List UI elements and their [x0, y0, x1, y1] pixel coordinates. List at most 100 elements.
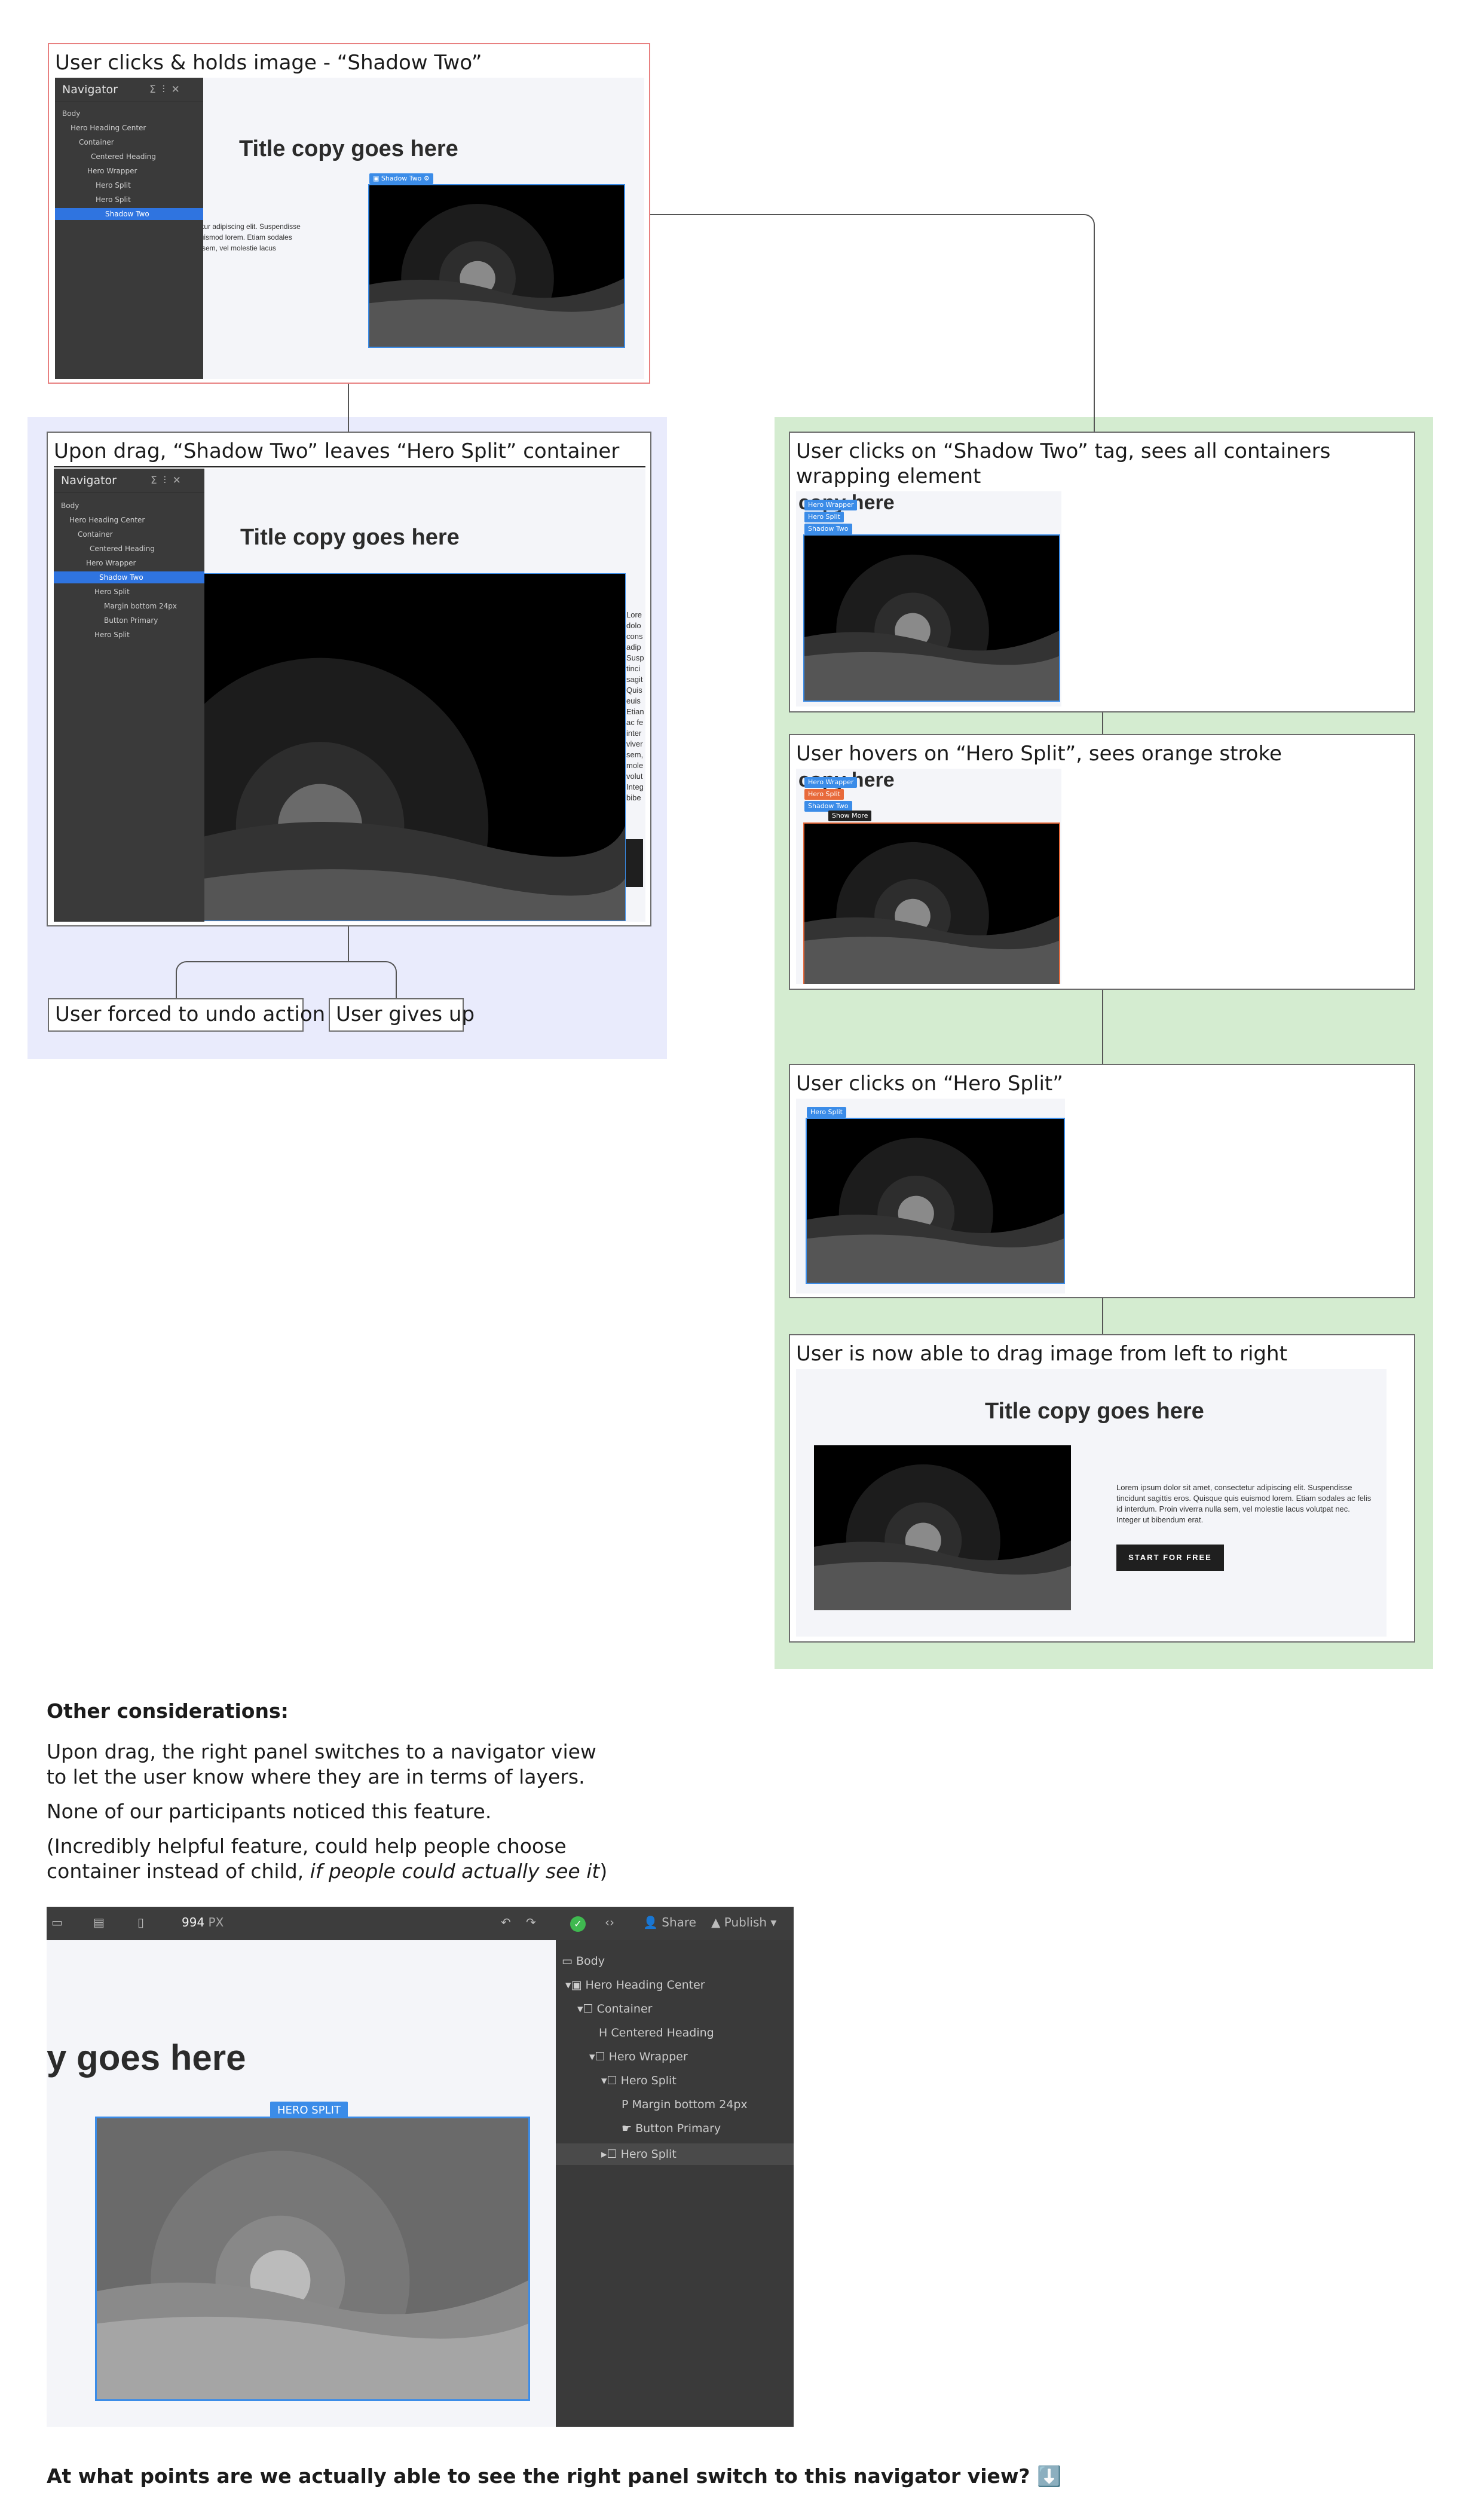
hero-image[interactable] — [814, 1445, 1071, 1610]
connector-top-to-right — [648, 214, 1095, 433]
nav-item[interactable]: Hero Split — [96, 195, 131, 204]
canvas-title-fragment: y goes here — [47, 2038, 246, 2078]
redo-icon[interactable]: ↷ — [526, 1915, 536, 1929]
nav-item[interactable]: Margin bottom 24px — [104, 602, 177, 610]
considerations-p2: None of our participants noticed this fe… — [47, 1800, 492, 1823]
panel-item[interactable]: ▾☐ Container — [577, 2002, 653, 2016]
panel-item-hovered[interactable]: ▸☐ Hero Split — [556, 2143, 794, 2165]
nav-item[interactable]: Hero Split — [94, 631, 130, 639]
connector-step1-step2 — [1102, 711, 1103, 734]
nav-item-selected[interactable]: Shadow Two — [54, 571, 204, 583]
nav-item[interactable]: Body — [61, 501, 79, 510]
nav-item[interactable]: Hero Heading Center — [69, 516, 145, 524]
considerations-p3: (Incredibly helpful feature, could help … — [47, 1834, 608, 1883]
nav-item[interactable]: Hero Wrapper — [87, 167, 137, 175]
button-fragment — [625, 839, 643, 887]
start-for-free-button[interactable]: START FOR FREE — [1116, 1545, 1224, 1571]
step1-frame: User clicks on “Shadow Two” tag, sees al… — [789, 432, 1415, 712]
nav-item-selected[interactable]: Shadow Two — [55, 208, 203, 220]
nav-item[interactable]: Centered Heading — [91, 152, 156, 161]
canvas-title: Title copy goes here — [239, 136, 458, 161]
shadow-two-image[interactable] — [803, 534, 1060, 702]
step3-frame: User clicks on “Hero Split” Hero Split — [789, 1064, 1415, 1298]
nav-item[interactable]: Centered Heading — [90, 545, 155, 553]
step4-canvas: Title copy goes here Lorem ipsum dolor s… — [796, 1369, 1387, 1637]
step2-canvas: copy here Hero Wrapper Hero Split Shadow… — [796, 769, 1061, 984]
hero-split-image[interactable] — [806, 1118, 1065, 1284]
panel-item[interactable]: ☛ Button Primary — [622, 2122, 721, 2135]
considerations-heading: Other considerations: — [47, 1699, 289, 1723]
hero-split-tag-hovered[interactable]: Hero Split — [804, 789, 844, 800]
status-ok-icon: ✓ — [570, 1916, 586, 1932]
step4-frame: User is now able to drag image from left… — [789, 1334, 1415, 1643]
outcome-gives-up: User gives up — [329, 998, 475, 1032]
hero-body-text: Lorem ipsum dolor sit amet, consectetur … — [1116, 1483, 1372, 1524]
considerations-p1: Upon drag, the right panel switches to a… — [47, 1740, 596, 1788]
shadow-two-image-hovered[interactable] — [803, 822, 1060, 984]
hero-split-label[interactable]: HERO SPLIT — [270, 2102, 348, 2120]
panel-item[interactable]: H Centered Heading — [599, 2026, 714, 2039]
side-text-fragment: Lore dolo cons adip Susp tinci sagit Qui… — [626, 610, 644, 802]
step3-caption: User clicks on “Hero Split” — [796, 1072, 1063, 1096]
step3-canvas: Hero Split — [796, 1099, 1065, 1293]
navigator-controls[interactable]: Σ ⫶ ✕ — [151, 475, 181, 487]
connector-step2-step3 — [1102, 989, 1103, 1064]
hero-wrapper-tag[interactable]: Hero Wrapper — [804, 777, 858, 788]
step1-canvas: copy here Hero Wrapper Hero Split Shadow… — [796, 491, 1061, 707]
top-frame-caption: User clicks & holds image - “Shadow Two” — [55, 51, 482, 75]
drag-frame-caption: Upon drag, “Shadow Two” leaves “Hero Spl… — [54, 439, 620, 463]
caption-underline — [54, 466, 645, 467]
panel-item[interactable]: ▭ Body — [562, 1955, 605, 1968]
connector-top-to-drag — [348, 383, 349, 432]
width-readout: 994 PX — [182, 1915, 224, 1929]
closing-question: At what points are we actually able to s… — [47, 2464, 1062, 2488]
shadow-two-tag[interactable]: Shadow Two — [804, 801, 852, 812]
nav-item[interactable]: Hero Heading Center — [71, 124, 146, 132]
code-icon[interactable]: ‹› — [605, 1915, 614, 1929]
share-button[interactable]: 👤 Share — [643, 1915, 696, 1929]
nav-item[interactable]: Hero Wrapper — [86, 559, 136, 567]
hero-split-tag[interactable]: Hero Split — [804, 512, 844, 522]
desktop-icon[interactable]: ▭ — [51, 1915, 63, 1929]
phone-icon[interactable]: ▯ — [137, 1915, 145, 1929]
navigator-controls[interactable]: Σ ⫶ ✕ — [149, 84, 180, 96]
dragged-image[interactable] — [204, 573, 626, 921]
panel-item[interactable]: ▾☐ Hero Split — [601, 2074, 677, 2087]
top-frame: User clicks & holds image - “Shadow Two”… — [48, 43, 650, 384]
connector-step3-step4 — [1102, 1297, 1103, 1334]
nav-item[interactable]: Hero Split — [94, 588, 130, 596]
canvas-body-partial: tetur adipiscing elit. Suspendisse euism… — [196, 222, 301, 263]
hero-split-tag[interactable]: Hero Split — [807, 1107, 846, 1118]
undo-icon[interactable]: ↶ — [501, 1915, 511, 1929]
step1-caption: User clicks on “Shadow Two” tag, sees al… — [796, 439, 1331, 488]
outcome-undo: User forced to undo action — [48, 998, 325, 1032]
connector-branch-left — [176, 961, 350, 999]
nav-item[interactable]: Container — [78, 530, 113, 539]
canvas-title: Title copy goes here — [240, 525, 460, 550]
tablet-icon[interactable]: ▤ — [93, 1915, 105, 1929]
nav-item[interactable]: Container — [79, 138, 114, 146]
designer-navigator-panel: ▭ Body ▾▣ Hero Heading Center ▾☐ Contain… — [556, 1940, 794, 2427]
nav-item[interactable]: Button Primary — [104, 616, 158, 625]
shadow-two-image[interactable] — [368, 184, 625, 348]
step4-caption: User is now able to drag image from left… — [796, 1342, 1287, 1366]
drag-frame: Upon drag, “Shadow Two” leaves “Hero Spl… — [47, 432, 651, 926]
panel-item[interactable]: ▾▣ Hero Heading Center — [565, 1978, 705, 1992]
show-more-tooltip: Show More — [828, 811, 872, 821]
designer-screenshot: ▭ ▤ ▯ 994 PX ↶ ↷ ✓ ‹› 👤 Share ▲ Publish … — [47, 1907, 794, 2427]
panel-item[interactable]: ▾☐ Hero Wrapper — [589, 2050, 688, 2063]
publish-button[interactable]: ▲ Publish ▾ — [711, 1915, 777, 1929]
step2-frame: User hovers on “Hero Split”, sees orange… — [789, 734, 1415, 990]
nav-item[interactable]: Body — [62, 109, 81, 118]
shadow-two-tag[interactable]: Shadow Two — [804, 524, 852, 534]
connector-drag-down — [348, 925, 349, 962]
shadow-two-tag[interactable]: ▣ Shadow Two ⚙ — [369, 173, 433, 184]
nav-item[interactable]: Hero Split — [96, 181, 131, 189]
hero-wrapper-tag[interactable]: Hero Wrapper — [804, 500, 858, 510]
panel-item[interactable]: P Margin bottom 24px — [622, 2098, 748, 2111]
hero-split-image[interactable] — [95, 2117, 530, 2401]
